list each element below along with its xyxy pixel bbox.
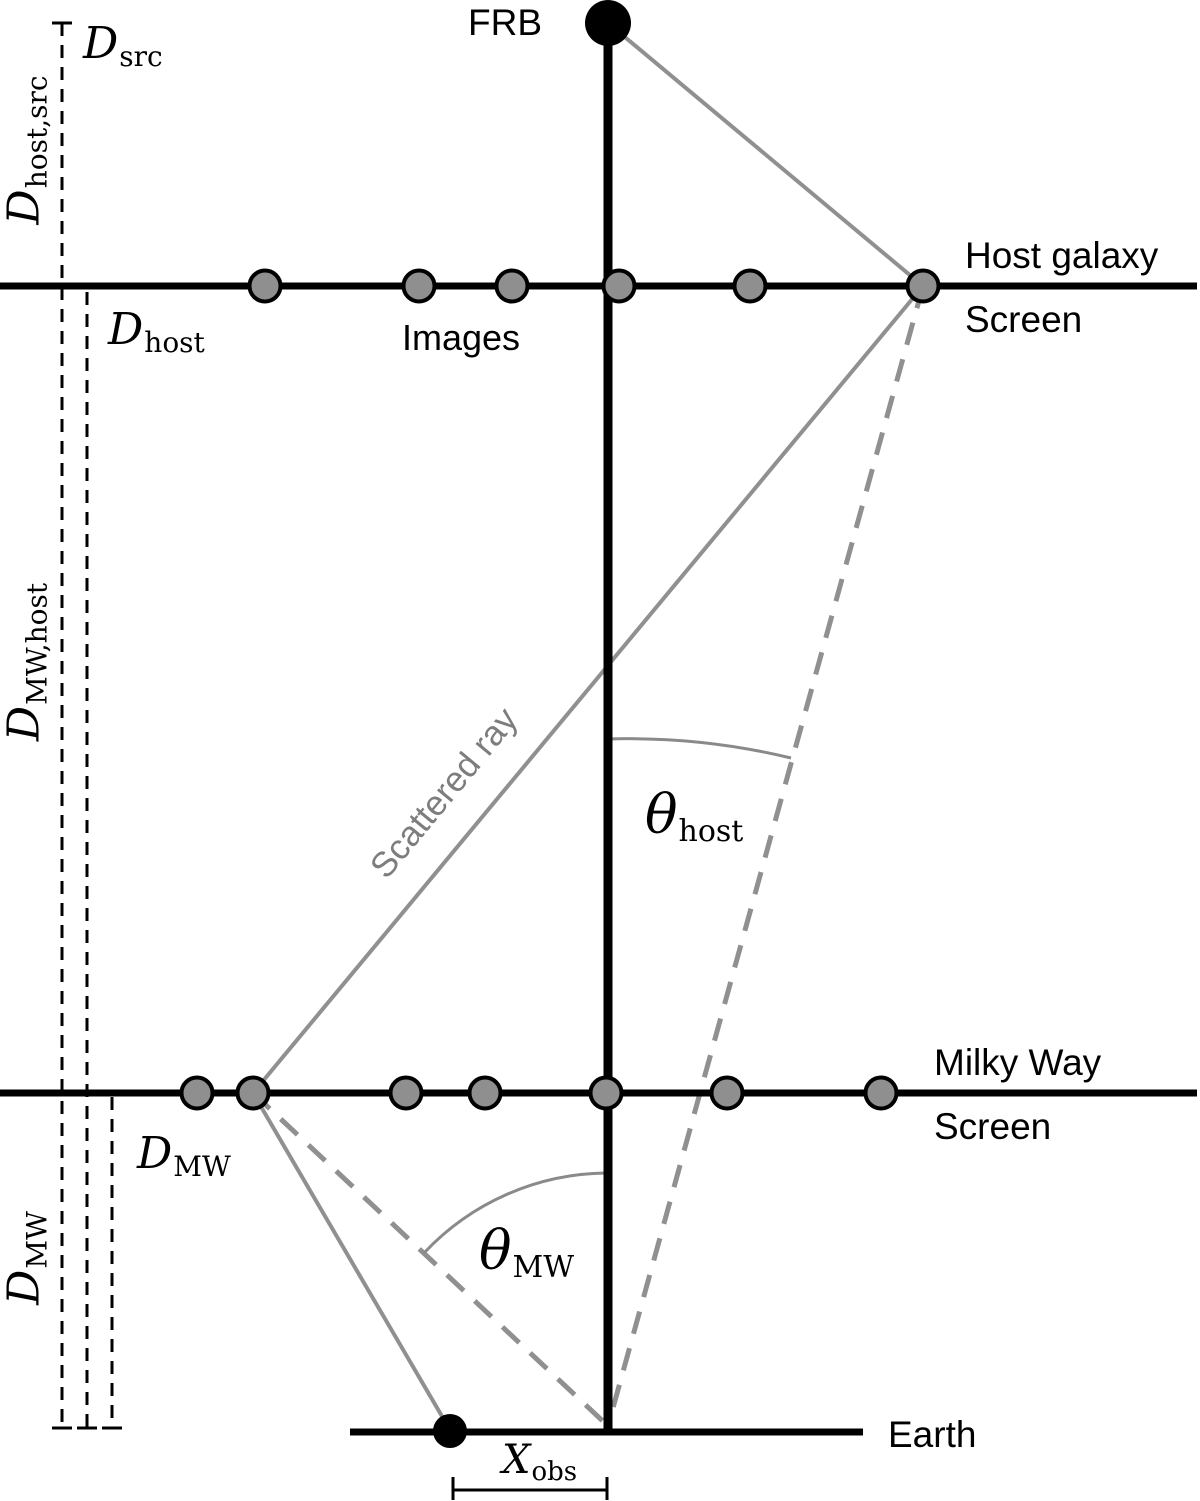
theta-mw-label: θMW bbox=[479, 1224, 574, 1283]
d-host-subscript: host bbox=[144, 325, 205, 359]
d-mw-symbol: D bbox=[137, 1128, 173, 1179]
host-image-dots bbox=[247, 268, 941, 304]
image-dot bbox=[709, 1075, 745, 1111]
ray-host-to-mw bbox=[251, 284, 925, 1095]
host-galaxy-label: Host galaxy bbox=[965, 235, 1159, 276]
dashed-host-to-observer bbox=[605, 285, 926, 1427]
theta-mw-arc bbox=[422, 1171, 607, 1255]
theta-host-subscript: host bbox=[678, 814, 744, 850]
theta-mw-subscript: MW bbox=[512, 1250, 575, 1286]
earth-label: Earth bbox=[888, 1414, 977, 1455]
host-screen-label: Screen bbox=[965, 299, 1083, 340]
image-dot bbox=[467, 1075, 503, 1111]
theta-host-symbol: θ bbox=[645, 783, 678, 846]
d-mw-side-subscript: MW bbox=[20, 1211, 54, 1269]
theta-mw-symbol: θ bbox=[479, 1219, 512, 1282]
d-host-src-label: Dhost,src bbox=[0, 75, 54, 225]
milky-way-label: Milky Way bbox=[934, 1042, 1102, 1083]
earth-observer-dot bbox=[433, 1414, 467, 1448]
d-host-src-subscript: host,src bbox=[20, 75, 54, 189]
theta-host-label: θhost bbox=[645, 788, 743, 847]
d-mw-host-label: DMW,host bbox=[0, 582, 54, 742]
theta-host-arc bbox=[607, 737, 792, 760]
image-dot bbox=[601, 268, 637, 304]
mw-screen-label: Screen bbox=[934, 1106, 1052, 1147]
d-mw-subscript: MW bbox=[173, 1149, 231, 1183]
image-dot bbox=[588, 1075, 624, 1111]
scatter-point-host bbox=[905, 268, 941, 304]
d-host-src-symbol: D bbox=[0, 189, 50, 225]
d-mw-host-symbol: D bbox=[0, 705, 50, 742]
image-dot bbox=[732, 268, 768, 304]
d-src-subscript: src bbox=[119, 39, 163, 73]
dashed-mw-to-observer bbox=[251, 1091, 610, 1428]
image-dot bbox=[494, 268, 530, 304]
x-obs-subscript: obs bbox=[531, 1457, 578, 1488]
image-dot bbox=[863, 1075, 899, 1111]
d-src-symbol: D bbox=[83, 18, 119, 69]
scattered-ray-path bbox=[251, 21, 925, 1432]
images-label: Images bbox=[402, 317, 521, 358]
x-obs-symbol: X bbox=[502, 1437, 531, 1483]
frb-source-dot bbox=[585, 0, 631, 46]
distance-measure-lines bbox=[52, 21, 122, 1430]
d-host-symbol: D bbox=[108, 304, 144, 355]
image-dot bbox=[179, 1075, 215, 1111]
image-dot bbox=[388, 1075, 424, 1111]
d-host-label: Dhost bbox=[108, 308, 205, 357]
x-obs-label: Xobs bbox=[502, 1440, 577, 1485]
ray-frb-to-host bbox=[606, 21, 925, 288]
d-mw-host-subscript: MW,host bbox=[20, 582, 54, 705]
mw-image-dots bbox=[179, 1075, 899, 1111]
scatter-point-mw bbox=[235, 1075, 271, 1111]
image-dot bbox=[401, 268, 437, 304]
image-dot bbox=[247, 268, 283, 304]
frb-label: FRB bbox=[468, 2, 542, 43]
apparent-path bbox=[251, 285, 926, 1428]
d-mw-side-symbol: D bbox=[0, 1269, 50, 1305]
d-mw-label: DMW bbox=[137, 1132, 231, 1181]
ray-mw-to-earth bbox=[251, 1091, 452, 1432]
d-mw-side-label: DMW bbox=[0, 1211, 54, 1305]
d-src-label: Dsrc bbox=[83, 22, 163, 71]
x-obs-bracket bbox=[451, 1477, 609, 1500]
